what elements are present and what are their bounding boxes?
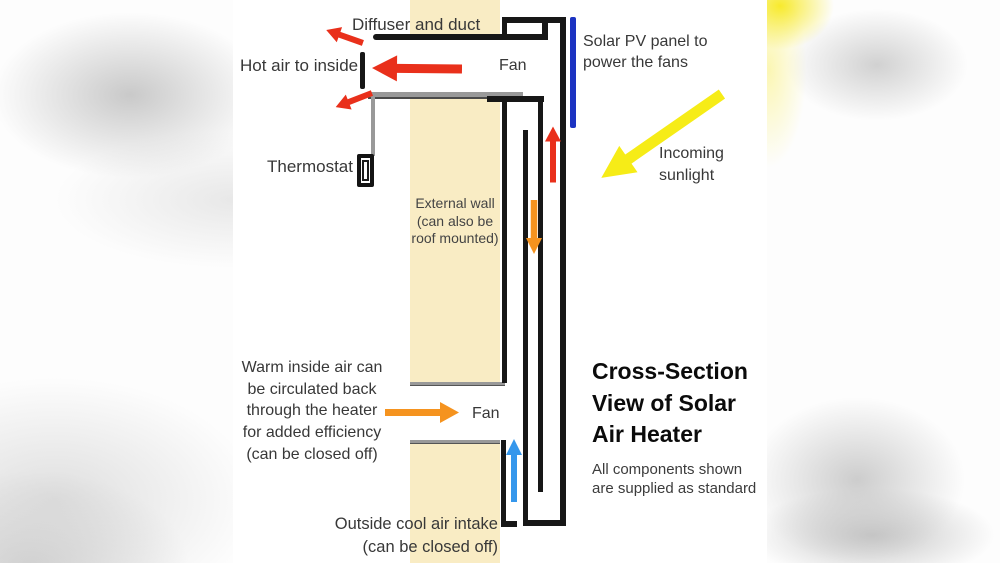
- duct-inlet-line: [487, 96, 544, 102]
- diffuser-label: Diffuser and duct: [352, 15, 481, 34]
- diagram-title: Cross-Section View of Solar Air Heater: [592, 358, 748, 447]
- pv-panel-strip: [570, 17, 576, 128]
- cool-air-intake-arrow: [506, 439, 522, 502]
- thermostat-wire: [371, 96, 375, 156]
- cool-air-intake-label: Outside cool air intake (can be closed o…: [334, 515, 498, 556]
- external-wall-label: External wall (can also be roof mounted): [411, 195, 499, 246]
- hot-air-arrow-main: [372, 55, 463, 82]
- hot-air-label: Hot air to inside: [240, 56, 359, 75]
- collector-left-wall-lower: [501, 440, 506, 527]
- warm-air-return-arrow: [385, 402, 459, 423]
- duct-step-left-line: [502, 17, 507, 40]
- duct-step-right-line: [542, 17, 548, 40]
- diagram-subtitle: All components shown are supplied as sta…: [592, 461, 757, 497]
- inner-baffle-line: [523, 130, 528, 526]
- solar-pv-label: Solar PV panel to power the fans: [583, 33, 708, 71]
- sunlight-label: Incoming sunlight: [659, 145, 724, 184]
- duct-underside-panel: [368, 92, 523, 99]
- collector-updraft-arrow: [545, 126, 561, 183]
- external-wall-upper-segment: [410, 0, 500, 36]
- sunlight-arrow: [601, 89, 726, 178]
- thermostat-slot: [362, 160, 369, 181]
- collector-left-wall-upper: [502, 96, 507, 383]
- absorber-plate-line: [538, 96, 543, 492]
- intake-foot-line: [501, 521, 517, 527]
- warm-air-return-label: Warm inside air can be circulated back t…: [241, 359, 383, 463]
- collector-right-wall: [560, 17, 566, 526]
- hot-air-arrow-upper: [326, 27, 364, 46]
- hot-air-arrow-lower: [335, 90, 374, 110]
- collector-bottom-line: [523, 520, 566, 526]
- wall-opening-bottom-cap: [410, 440, 500, 444]
- duct-top-line: [373, 34, 548, 40]
- wall-opening-top-cap: [410, 382, 505, 386]
- recirculation-down-arrow: [526, 200, 542, 254]
- fan-top-label: Fan: [499, 57, 527, 74]
- external-wall-middle-segment: [410, 97, 500, 383]
- external-wall-lower-segment: [410, 444, 500, 563]
- blurred-right-margin: [767, 0, 1000, 563]
- diffuser-vent-bar: [360, 52, 365, 89]
- collector-top-line: [502, 17, 566, 23]
- thermostat-label: Thermostat: [267, 157, 353, 176]
- blurred-left-margin: [0, 0, 233, 563]
- fan-bottom-label: Fan: [472, 405, 500, 422]
